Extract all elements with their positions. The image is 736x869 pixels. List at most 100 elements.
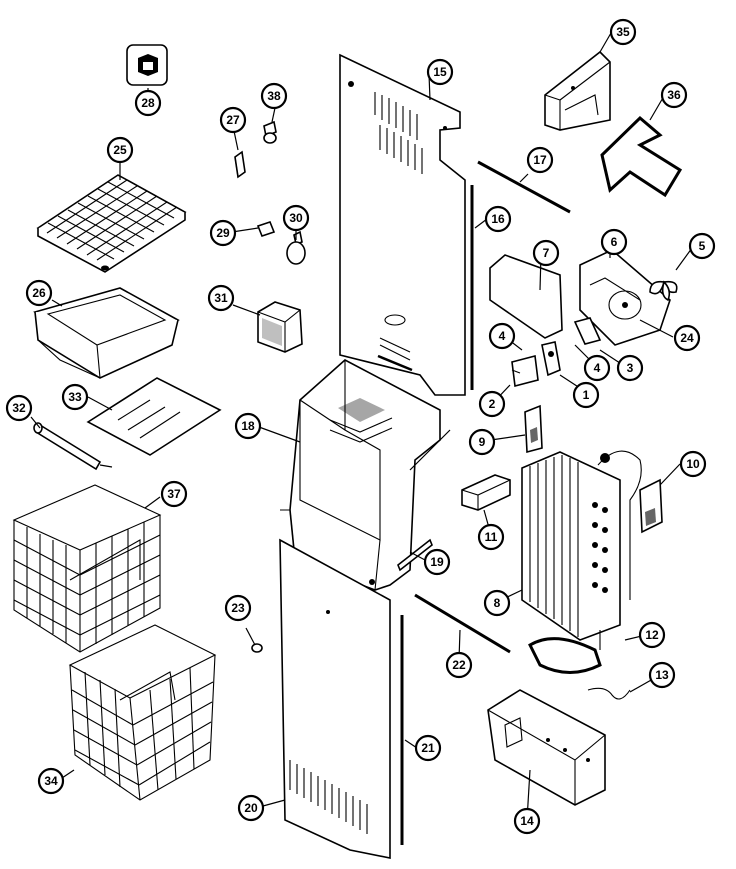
callout-28: 28 xyxy=(134,89,162,117)
callout-30: 30 xyxy=(282,204,310,232)
callout-21: 21 xyxy=(414,734,442,762)
callout-1: 1 xyxy=(572,381,600,409)
part-1-thermostat xyxy=(541,341,561,377)
callout-label: 17 xyxy=(533,153,547,167)
part-20-lower-panel xyxy=(279,538,391,859)
callout-19: 19 xyxy=(423,548,451,576)
callout-label: 34 xyxy=(44,774,58,788)
callout-label: 12 xyxy=(645,628,659,642)
callout-label: 25 xyxy=(113,143,127,157)
callout-label: 36 xyxy=(667,88,681,102)
callout-circle xyxy=(445,651,473,679)
callout-23: 23 xyxy=(224,594,252,622)
callout-circle xyxy=(616,354,644,382)
callout-24: 24 xyxy=(673,324,701,352)
callout-18: 18 xyxy=(234,412,262,440)
callout-circle xyxy=(660,81,688,109)
callout-circle xyxy=(260,82,288,110)
part-30-light-bulb xyxy=(286,230,306,265)
part-13-wire xyxy=(587,687,631,700)
callout-label: 5 xyxy=(699,239,706,253)
callout-circle xyxy=(234,412,262,440)
callout-label: 38 xyxy=(267,89,281,103)
callout-13: 13 xyxy=(648,661,676,689)
part-26-ice-bin xyxy=(33,287,180,379)
callout-5: 5 xyxy=(688,232,716,260)
callout-circle xyxy=(61,383,89,411)
callout-14: 14 xyxy=(513,807,541,835)
callout-label: 30 xyxy=(289,211,303,225)
callout-label: 24 xyxy=(680,331,694,345)
part-15-rear-panel xyxy=(339,53,466,396)
part-37-wire-basket xyxy=(12,484,162,653)
callout-circle xyxy=(488,322,516,350)
part-25-ice-tray xyxy=(36,174,187,273)
callout-29: 29 xyxy=(209,219,237,247)
callout-circle xyxy=(209,219,237,247)
callout-circle xyxy=(513,807,541,835)
part-36-wire-frame xyxy=(600,115,683,198)
callout-label: 3 xyxy=(627,361,634,375)
callout-3: 3 xyxy=(616,354,644,382)
callout-circle xyxy=(583,354,611,382)
callout-22: 22 xyxy=(445,651,473,679)
callout-label: 16 xyxy=(491,212,505,226)
callout-circle xyxy=(224,594,252,622)
part-10-bracket xyxy=(639,478,663,534)
callout-label: 9 xyxy=(479,435,486,449)
callout-circle xyxy=(477,523,505,551)
callout-circle xyxy=(37,767,65,795)
callout-9: 9 xyxy=(468,428,496,456)
callout-circle xyxy=(572,381,600,409)
callout-label: 6 xyxy=(611,235,618,249)
callout-circle xyxy=(532,239,560,267)
part-23-screw xyxy=(245,627,263,653)
callout-circle xyxy=(106,136,134,164)
callout-label: 7 xyxy=(543,246,550,260)
part-7-cover xyxy=(489,254,563,339)
callout-label: 29 xyxy=(216,226,230,240)
callout-label: 14 xyxy=(520,814,534,828)
callout-7: 7 xyxy=(532,239,560,267)
callout-label: 35 xyxy=(616,25,630,39)
callout-26: 26 xyxy=(25,279,53,307)
callout-label: 11 xyxy=(485,530,498,544)
part-34-wire-basket xyxy=(68,624,217,801)
callout-32: 32 xyxy=(5,394,33,422)
callout-circle xyxy=(160,480,188,508)
callout-circle xyxy=(423,548,451,576)
callout-label: 13 xyxy=(655,668,669,682)
callout-label: 19 xyxy=(430,555,444,569)
part-5-fan-blade xyxy=(649,280,678,302)
callout-2: 2 xyxy=(478,390,506,418)
callout-circle xyxy=(282,204,310,232)
callout-circle xyxy=(648,661,676,689)
callout-label: 32 xyxy=(12,401,26,415)
callout-11: 11 xyxy=(477,523,505,551)
callout-label: 2 xyxy=(489,397,496,411)
callout-label: 31 xyxy=(214,291,228,305)
callout-circle xyxy=(414,734,442,762)
callout-circle xyxy=(207,284,235,312)
callout-16: 16 xyxy=(484,205,512,233)
callout-circle xyxy=(237,794,265,822)
callout-35: 35 xyxy=(609,18,637,46)
callout-label: 28 xyxy=(141,96,155,110)
part-2-bracket xyxy=(511,354,539,388)
callout-label: 15 xyxy=(433,65,447,79)
callout-33: 33 xyxy=(61,383,89,411)
callout-circle xyxy=(25,279,53,307)
callout-circle xyxy=(609,18,637,46)
callout-circle xyxy=(679,450,707,478)
callout-label: 4 xyxy=(499,329,506,343)
part-31-light-housing xyxy=(257,301,303,353)
callout-label: 37 xyxy=(167,487,181,501)
callout-circle xyxy=(688,232,716,260)
callout-label: 21 xyxy=(421,741,435,755)
callout-12: 12 xyxy=(638,621,666,649)
callout-circle xyxy=(478,390,506,418)
callout-circle xyxy=(134,89,162,117)
callout-circle xyxy=(219,106,247,134)
callout-label: 27 xyxy=(226,113,240,127)
